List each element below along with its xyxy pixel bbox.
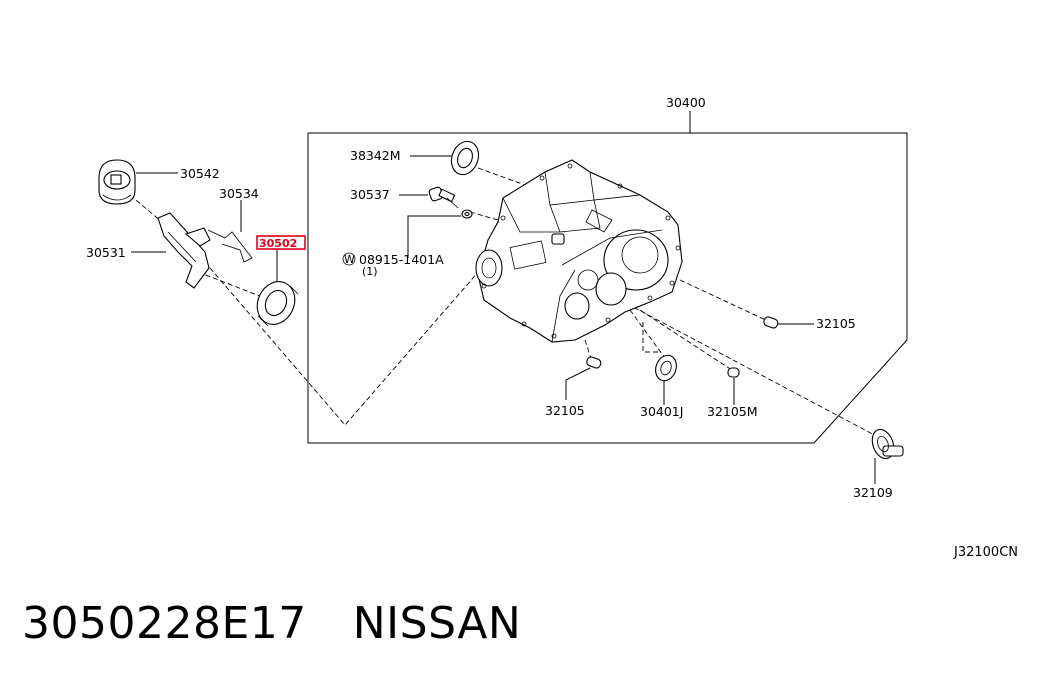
footer-brand: NISSAN bbox=[352, 598, 522, 649]
label-30537: 30537 bbox=[350, 187, 390, 202]
assembly-frame bbox=[307, 132, 908, 444]
washer-prefix: W bbox=[344, 253, 355, 266]
footer-part-number: 3050228E17 bbox=[22, 598, 307, 649]
dashed-connectors bbox=[129, 167, 881, 439]
label-30502-highlight[interactable]: 30502 bbox=[259, 237, 297, 250]
label-washer: 08915-1401A bbox=[359, 252, 444, 267]
release-bearing-icon bbox=[98, 159, 136, 205]
bearing-sleeve-icon bbox=[256, 281, 299, 327]
washer-symbol bbox=[342, 252, 356, 266]
dowel-pin-bottom-icon bbox=[586, 356, 602, 369]
bolt-icon bbox=[428, 186, 459, 209]
label-30534: 30534 bbox=[219, 186, 259, 201]
seal-30401j-icon bbox=[655, 354, 677, 382]
leader-32105-bottom bbox=[565, 367, 591, 400]
label-washer-qty: (1) bbox=[362, 265, 378, 278]
withdrawal-fork-icon bbox=[157, 212, 211, 289]
label-32109: 32109 bbox=[853, 485, 893, 500]
clip-icon bbox=[207, 229, 253, 263]
label-32105-bottom: 32105 bbox=[545, 403, 585, 418]
highlight-box bbox=[256, 235, 306, 250]
diagram-reference-code: J32100CN bbox=[954, 545, 1018, 560]
oil-seal-icon bbox=[450, 140, 480, 176]
bearing-32109-icon bbox=[871, 428, 904, 460]
leader-washer bbox=[407, 215, 461, 258]
label-30401j: 30401J bbox=[640, 404, 683, 419]
transmission-case-icon bbox=[475, 159, 683, 343]
label-30531: 30531 bbox=[86, 245, 126, 260]
footer-caption: 3050228E17 NISSAN bbox=[22, 598, 521, 649]
label-30542: 30542 bbox=[180, 166, 220, 181]
label-38342m: 38342M bbox=[350, 148, 401, 163]
dowel-pin-right-icon bbox=[763, 316, 779, 329]
washer-icon bbox=[461, 209, 473, 219]
assembly-label: 30400 bbox=[666, 95, 706, 110]
label-32105-right: 32105 bbox=[816, 316, 856, 331]
dowel-pin-32105m-icon bbox=[727, 367, 740, 378]
label-32105m: 32105M bbox=[707, 404, 758, 419]
